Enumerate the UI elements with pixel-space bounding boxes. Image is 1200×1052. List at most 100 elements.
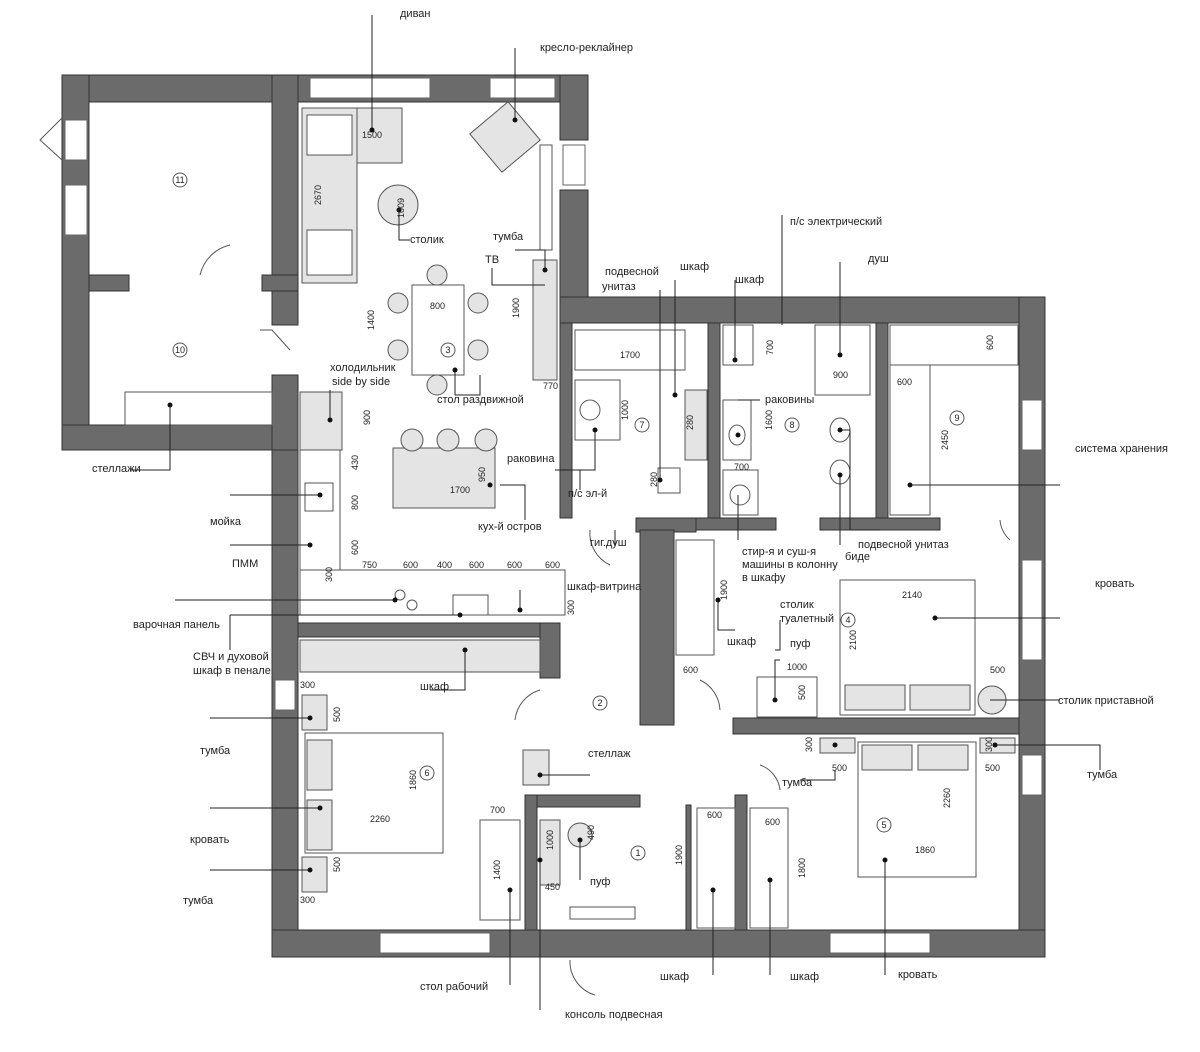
dimension: 1400	[366, 310, 376, 330]
label: раковины	[765, 394, 814, 406]
wall	[61, 74, 299, 103]
burner	[406, 599, 418, 611]
dining-table	[411, 284, 465, 376]
window	[829, 932, 931, 954]
dimension: 1400	[492, 860, 502, 880]
wardrobe	[299, 639, 541, 673]
label: шкаф	[420, 681, 449, 693]
window	[309, 77, 431, 99]
pillow	[909, 684, 971, 711]
pillow	[844, 684, 906, 711]
dimension: 1000	[787, 662, 807, 672]
dimension: 2450	[940, 430, 950, 450]
label: холодильник	[330, 362, 396, 374]
room-numbers: 11 10 3 7 8 9 4 2 6 1 5	[172, 172, 965, 861]
label: ТВ	[485, 254, 499, 266]
wall	[297, 622, 549, 638]
label: стол рабочий	[420, 981, 488, 993]
room-number: 1	[635, 848, 640, 858]
dimension: 1800	[797, 858, 807, 878]
label: СВЧ и духовой	[193, 651, 269, 663]
dimension: 600	[707, 810, 722, 820]
dimension: 1900	[511, 298, 521, 318]
dimension: 1860	[408, 770, 418, 790]
room-number: 7	[639, 420, 644, 430]
dimension: 2140	[902, 590, 922, 600]
label: унитаз	[602, 281, 636, 293]
stool	[400, 428, 424, 452]
dimension: 1000	[620, 400, 630, 420]
dimension: 300	[804, 737, 814, 752]
wall	[524, 794, 538, 931]
label: стол раздвижной	[437, 394, 524, 406]
label: мойка	[210, 516, 242, 528]
console	[539, 819, 561, 886]
dimension: 900	[362, 410, 372, 425]
chair	[426, 374, 448, 396]
dimension: 1500	[362, 130, 382, 140]
label: консоль подвесная	[565, 1009, 663, 1021]
room-number: 5	[881, 820, 886, 830]
wall	[695, 517, 777, 531]
dimension: 300	[300, 680, 315, 690]
room-number: 9	[954, 413, 959, 423]
dimension: 600	[350, 540, 360, 555]
dimension: 500	[332, 707, 342, 722]
dimension: 1000	[545, 830, 555, 850]
door	[39, 117, 63, 161]
room-number: 2	[597, 698, 602, 708]
dimension: 300	[300, 895, 315, 905]
dimension: 300	[984, 737, 994, 752]
leaders	[130, 15, 1101, 1010]
door	[589, 529, 611, 566]
wall	[524, 794, 641, 808]
chair	[387, 339, 409, 361]
label: кровать	[898, 969, 938, 981]
label: подвесной	[605, 266, 659, 278]
stool	[474, 428, 498, 452]
dimension: 600	[403, 560, 418, 570]
label: тумба	[493, 231, 524, 243]
wall	[685, 804, 692, 931]
dimension: 600	[985, 335, 995, 350]
storage	[889, 324, 1019, 366]
label: тумба	[183, 895, 214, 907]
window	[64, 119, 88, 161]
storage	[889, 364, 931, 516]
label: раковина	[507, 453, 555, 465]
dimension: 490	[586, 825, 596, 840]
label: шкаф	[735, 274, 764, 286]
dimension: 2260	[942, 788, 952, 808]
coffee-table	[377, 184, 419, 226]
label: биде	[845, 551, 870, 563]
wall	[261, 274, 299, 292]
cabinet	[722, 324, 754, 366]
counter	[299, 569, 566, 616]
dimension: 750	[362, 560, 377, 570]
bathtub	[574, 329, 686, 371]
dimension: 280	[649, 472, 659, 487]
nightstand	[301, 694, 328, 731]
wall	[875, 322, 889, 519]
dimension: 800	[430, 301, 445, 311]
door	[514, 689, 541, 721]
kitchen-island	[392, 447, 496, 509]
label: тумба	[782, 777, 813, 789]
dimension: 800	[350, 495, 360, 510]
desk	[479, 819, 521, 921]
sofa-cushion	[306, 229, 353, 276]
window	[562, 144, 586, 186]
room-number: 10	[175, 345, 185, 355]
dimension: 430	[350, 455, 360, 470]
window	[379, 932, 491, 954]
window	[64, 184, 88, 236]
label: кух-й остров	[478, 521, 542, 533]
dimension: 500	[985, 763, 1000, 773]
wall	[819, 517, 941, 531]
pillow	[917, 744, 969, 771]
wall	[639, 529, 675, 726]
label: стир-я и суш-я	[742, 546, 816, 558]
shelving	[124, 391, 273, 426]
label: диван	[400, 8, 430, 20]
cabinet	[684, 389, 708, 461]
